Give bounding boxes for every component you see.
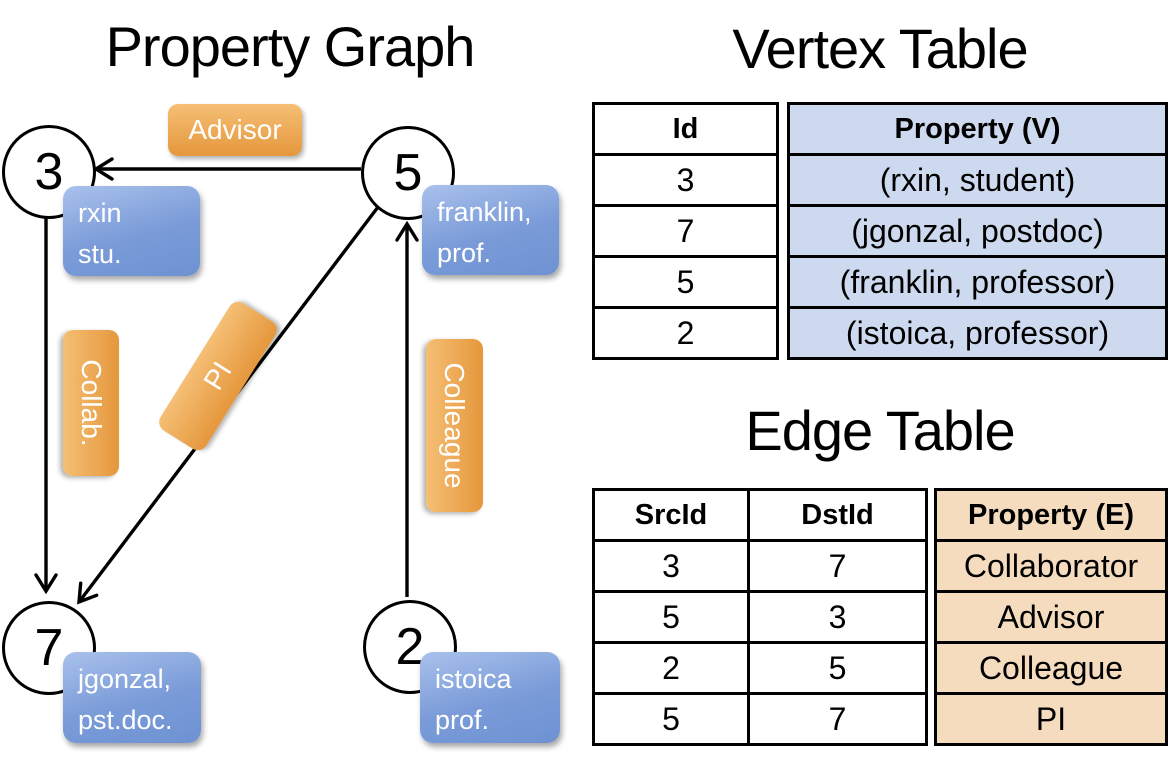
- node-2-id: 2: [395, 618, 425, 676]
- vertex-property-line: stu.: [78, 239, 122, 269]
- node-7-id: 7: [34, 619, 64, 677]
- edge-label-colleague: Colleague: [426, 339, 483, 512]
- node-5: 5: [361, 126, 455, 220]
- edge-table-id-columns: SrcId DstId 3 7 5 3 2 5 5 7: [592, 488, 928, 746]
- edge-dst-cell: 7: [747, 692, 928, 746]
- vertex-table-header-property: Property (V): [787, 102, 1168, 156]
- edge-property-cell: PI: [934, 692, 1168, 746]
- vertex-property-line: franklin,: [437, 197, 532, 227]
- edge-label-advisor: Advisor: [168, 104, 302, 156]
- edge-dst-cell: 3: [747, 590, 928, 644]
- edge-dst-cell: 7: [747, 539, 928, 593]
- vertex-property-cell: (istoica, professor): [787, 306, 1168, 360]
- vertex-property-line: istoica: [435, 664, 512, 694]
- vertex-property-box-2: istoica prof.: [420, 652, 560, 743]
- vertex-property-line: pst.doc.: [78, 705, 173, 735]
- edge-src-cell: 5: [592, 590, 750, 644]
- vertex-id-cell: 3: [592, 153, 779, 207]
- edge-dst-cell: 5: [747, 641, 928, 695]
- edge-table-title: Edge Table: [745, 399, 1015, 462]
- vertex-property-cell: (rxin, student): [787, 153, 1168, 207]
- vertex-property-box-7: jgonzal, pst.doc.: [63, 652, 201, 743]
- node-5-id: 5: [393, 144, 423, 202]
- edge-src-cell: 5: [592, 692, 750, 746]
- edge-label-collab: Collab.: [63, 330, 119, 476]
- node-3-id: 3: [34, 143, 64, 201]
- vertex-property-line: rxin: [78, 198, 122, 228]
- vertex-property-cell: (franklin, professor): [787, 255, 1168, 309]
- property-graph-panel: Property Graph Advisor Collab. PI Collea…: [0, 0, 580, 760]
- vertex-table-title: Vertex Table: [732, 17, 1028, 80]
- vertex-property-line: prof.: [435, 705, 490, 735]
- vertex-id-cell: 2: [592, 306, 779, 360]
- vertex-table-property-column: Property (V) (rxin, student) (jgonzal, p…: [787, 102, 1168, 360]
- edge-table-header-property: Property (E): [934, 488, 1168, 542]
- edge-src-cell: 2: [592, 641, 750, 695]
- edge-table-header-srcid: SrcId: [592, 488, 750, 542]
- vertex-property-line: prof.: [437, 238, 492, 268]
- vertex-id-cell: 7: [592, 204, 779, 258]
- vertex-id-cell: 5: [592, 255, 779, 309]
- vertex-property-box-3: rxin stu.: [63, 186, 200, 276]
- vertex-table-header-id: Id: [592, 102, 779, 156]
- node-2: 2: [363, 600, 457, 694]
- edge-table-property-column: Property (E) Collaborator Advisor Collea…: [934, 488, 1168, 746]
- vertex-property-box-5: franklin, prof.: [422, 185, 559, 275]
- vertex-property-cell: (jgonzal, postdoc): [787, 204, 1168, 258]
- edge-table-header-dstid: DstId: [747, 488, 928, 542]
- vertex-table-id-column: Id 3 7 5 2: [592, 102, 779, 360]
- edge-src-cell: 3: [592, 539, 750, 593]
- vertex-property-line: jgonzal,: [78, 664, 172, 694]
- edge-property-cell: Colleague: [934, 641, 1168, 695]
- edge-property-cell: Advisor: [934, 590, 1168, 644]
- property-graph-title: Property Graph: [105, 15, 476, 78]
- edge-property-cell: Collaborator: [934, 539, 1168, 593]
